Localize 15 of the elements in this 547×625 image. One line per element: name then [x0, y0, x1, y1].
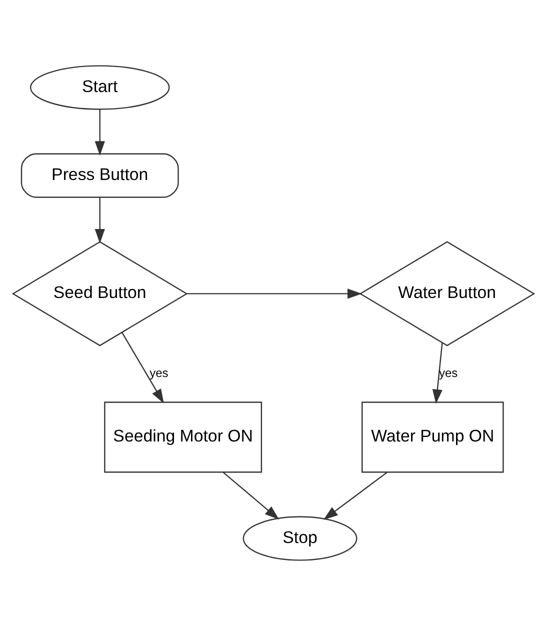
node-box: Water Pump ON [362, 401, 504, 472]
node-ellipse: Stop [242, 516, 358, 560]
arrow [222, 471, 280, 520]
arrow [122, 332, 164, 403]
node-diamond: Seed Button [12, 240, 188, 346]
arrow [94, 108, 105, 156]
arrow [186, 288, 362, 298]
arrow [432, 342, 443, 404]
node-diamond: Water Button [359, 240, 536, 346]
arrow [94, 196, 105, 243]
node-box: Seeding Motor ON [104, 401, 262, 472]
node-ellipse: Start [30, 64, 170, 110]
edge-label: yes [150, 365, 168, 380]
arrow [323, 471, 388, 520]
node-box: Press Button [20, 152, 179, 198]
